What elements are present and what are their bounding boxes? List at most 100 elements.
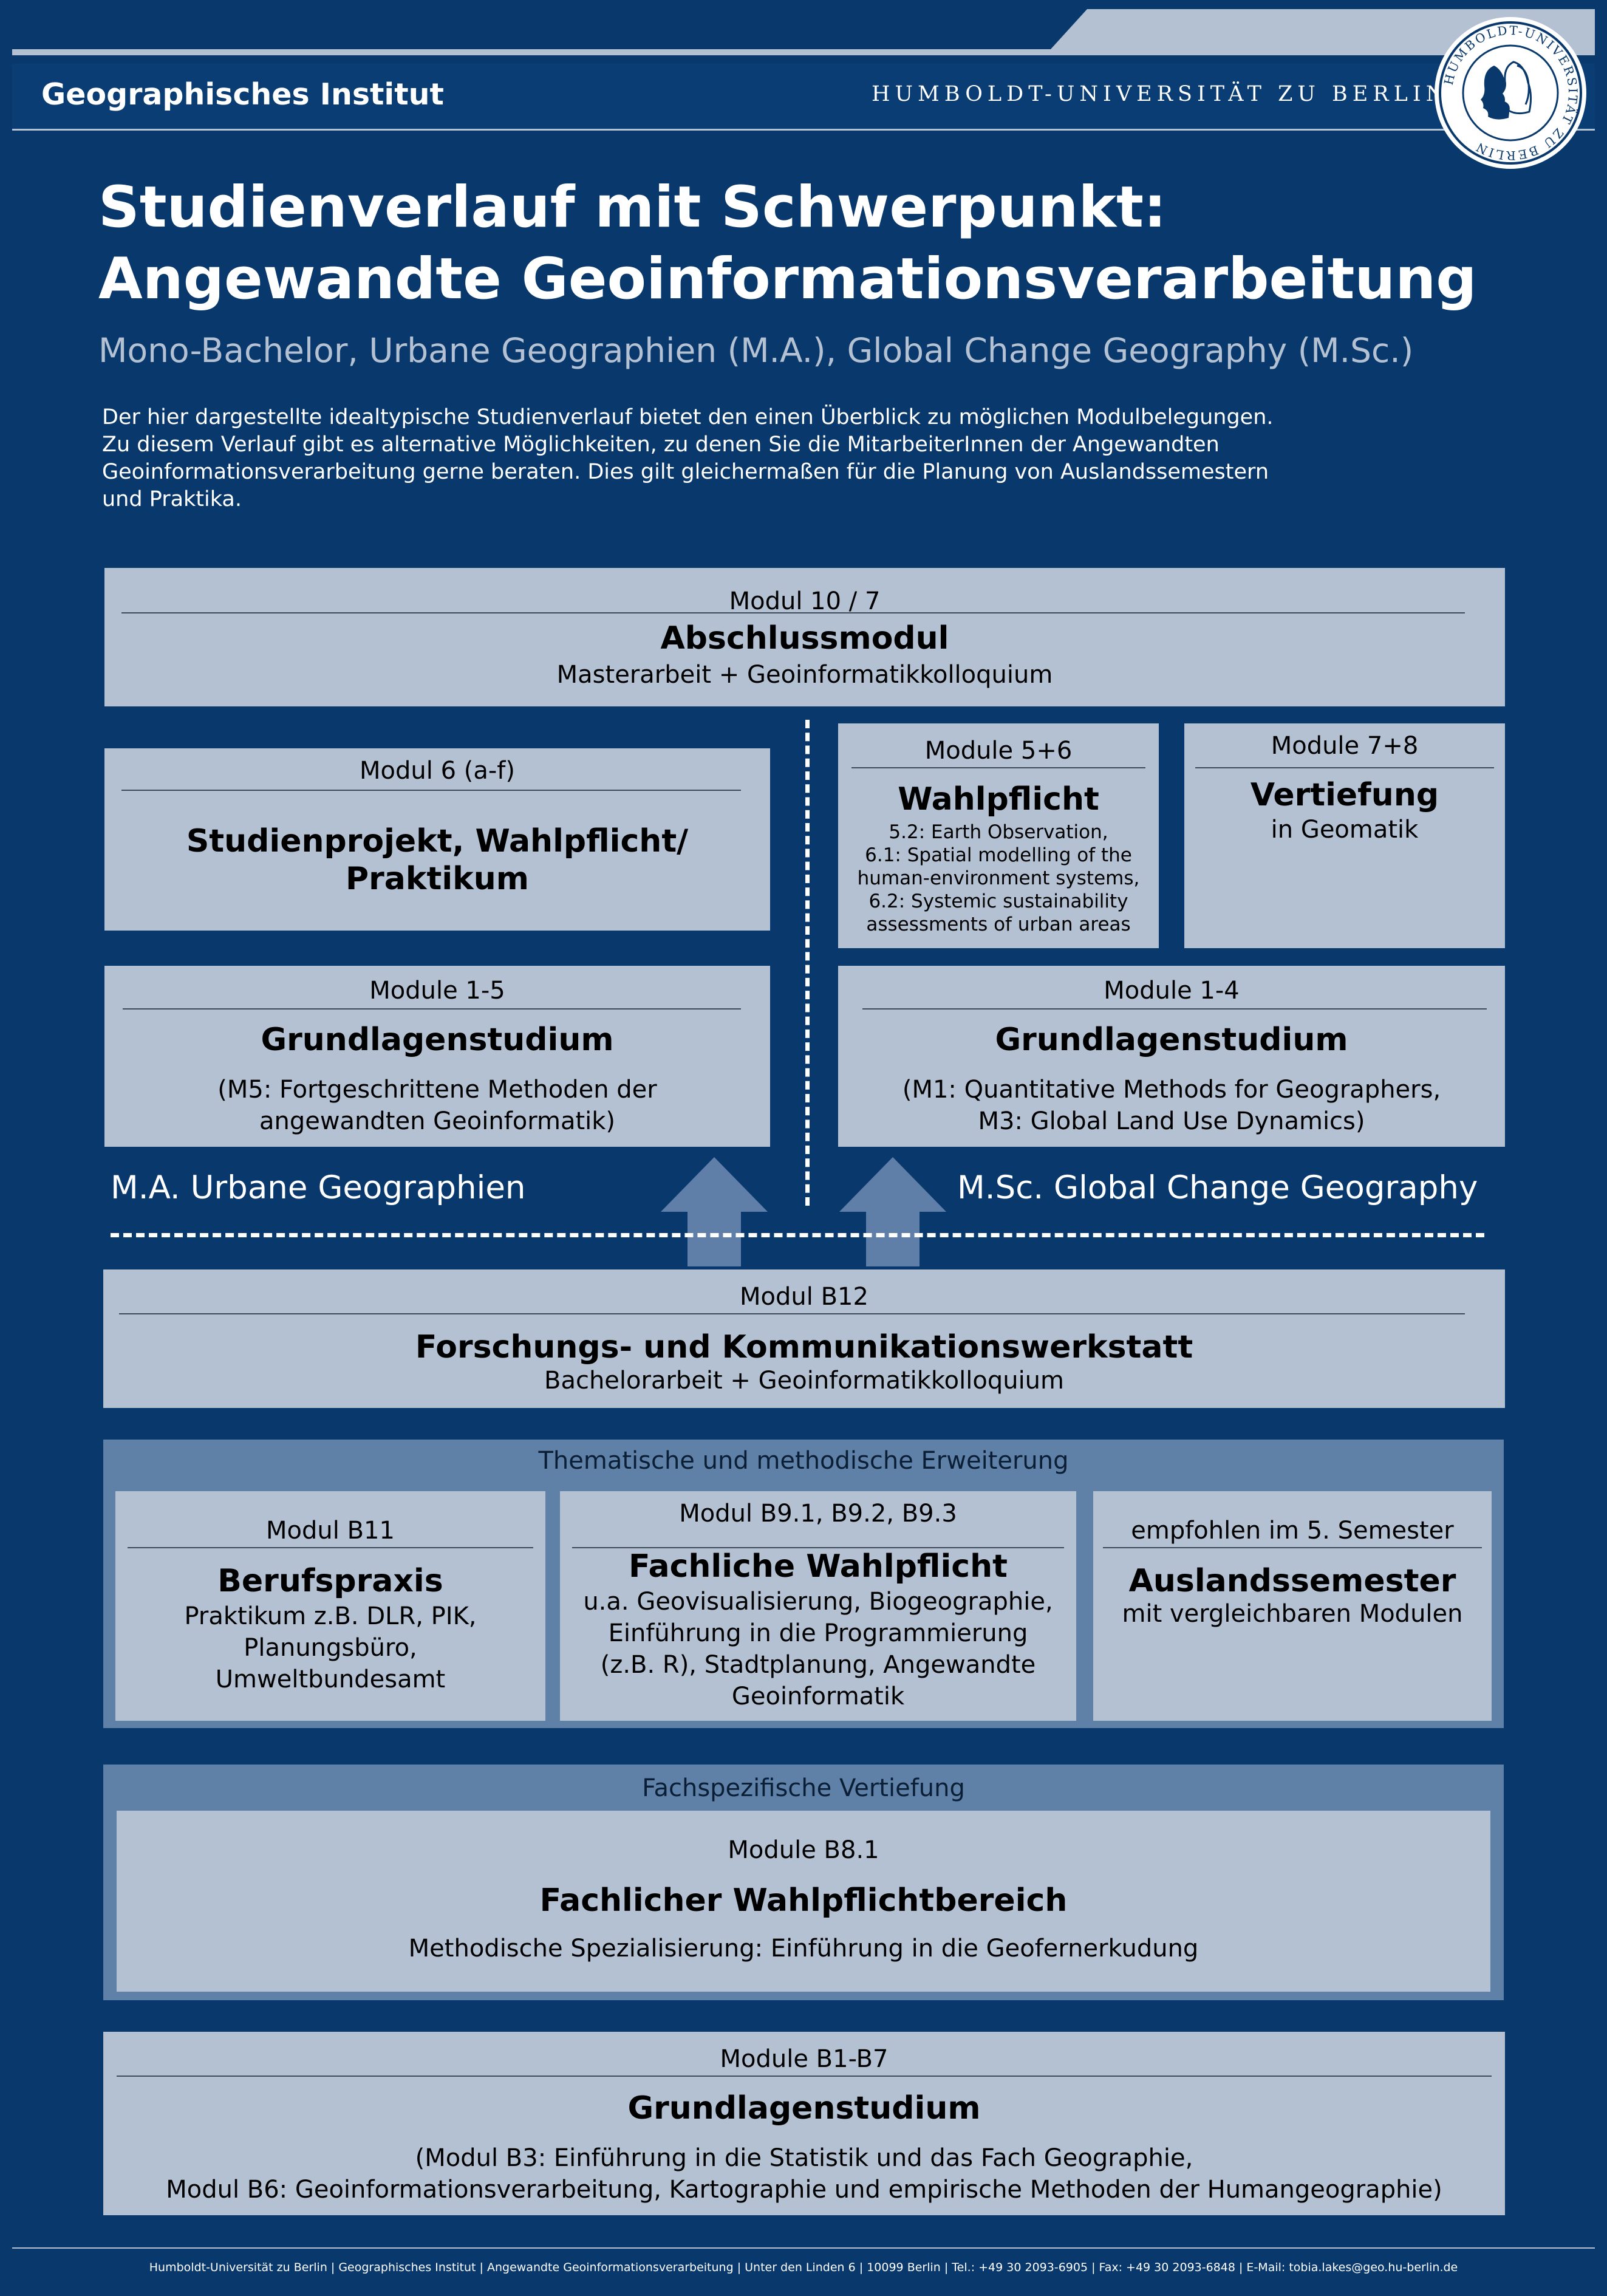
desc-line: Umweltbundesamt — [215, 1666, 446, 1693]
module-code: Modul B12 — [740, 1283, 868, 1311]
arrow-up-ma-icon — [661, 1157, 768, 1266]
module-code: Modul B9.1, B9.2, B9.3 — [679, 1500, 957, 1528]
intro-text: Der hier dargestellte idealtypische Stud… — [102, 404, 1377, 513]
intro-line-3: Geoinformationsverarbeitung gerne berate… — [102, 460, 1269, 484]
intro-line-2: Zu diesem Verlauf gibt es alternative Mö… — [102, 432, 1220, 457]
abschlussmodul-box: Modul 10 / 7 Abschlussmodul Masterarbeit… — [104, 568, 1505, 706]
header-accent-line — [12, 49, 1595, 55]
module-desc: (Modul B3: Einführung in die Statistik u… — [103, 2142, 1505, 2205]
desc-line: 5.2: Earth Observation, — [889, 821, 1108, 843]
desc-line: assessments of urban areas — [866, 914, 1131, 935]
module-code: Module 1-5 — [369, 977, 505, 1005]
msc-modul78-box: Module 7+8 Vertiefung in Geomatik — [1184, 723, 1505, 948]
desc-line: 6.1: Spatial modelling of the — [865, 844, 1132, 866]
track-divider-horizontal — [111, 1233, 1484, 1237]
module-code: Module B8.1 — [728, 1836, 879, 1864]
desc-line: Geoinformatik — [731, 1683, 905, 1710]
module-title: Vertiefung — [1250, 777, 1439, 813]
desc-line: (M5: Fortgeschrittene Methoden der — [217, 1076, 657, 1104]
module-desc: in Geomatik — [1271, 816, 1419, 844]
module-desc: Methodische Spezialisierung: Einführung … — [408, 1935, 1199, 1963]
module-code: Module 1-4 — [1104, 977, 1240, 1005]
track-divider-vertical — [805, 720, 810, 1206]
module-code: empfohlen im 5. Semester — [1131, 1517, 1454, 1545]
group-heading: Fachspezifische Vertiefung — [642, 1774, 965, 1802]
desc-line: Modul B6: Geoinformationsverarbeitung, K… — [166, 2176, 1442, 2204]
divider — [128, 1547, 533, 1548]
ma-modul6-box: Modul 6 (a-f) Studienprojekt, Wahlpflich… — [104, 748, 770, 931]
footer-divider — [12, 2247, 1595, 2249]
module-desc: (M1: Quantitative Methods for Geographer… — [838, 1074, 1505, 1137]
divider — [123, 1008, 741, 1010]
divider — [851, 767, 1145, 768]
b9-box: Modul B9.1, B9.2, B9.3 Fachliche Wahlpfl… — [560, 1491, 1076, 1721]
group-heading: Thematische und methodische Erweiterung — [538, 1447, 1069, 1475]
module-title: Abschlussmodul — [660, 620, 949, 657]
divider — [1195, 767, 1494, 768]
desc-line: human-environment systems, — [857, 867, 1140, 889]
desc-line: (Modul B3: Einführung in die Statistik u… — [415, 2144, 1193, 2172]
arrow-up-msc-icon — [839, 1157, 946, 1266]
module-title: Fachliche Wahlpflicht — [629, 1548, 1008, 1585]
footer-text: Humboldt-Universität zu Berlin | Geograp… — [149, 2261, 1458, 2274]
module-desc: (M5: Fortgeschrittene Methoden der angew… — [104, 1074, 770, 1137]
module-code: Modul 6 (a-f) — [360, 757, 515, 785]
module-title: Grundlagenstudium — [995, 1022, 1348, 1058]
seal-icon: HUMBOLDT-UNIVERSITÄT ZU BERLIN — [1439, 21, 1582, 165]
b11-box: Modul B11 Berufspraxis Praktikum z.B. DL… — [115, 1491, 545, 1721]
module-code: Module B1-B7 — [720, 2045, 889, 2073]
b17-box: Module B1-B7 Grundlagenstudium (Modul B3… — [103, 2032, 1505, 2215]
module-code: Module 5+6 — [924, 737, 1073, 765]
module-title: Grundlagenstudium — [627, 2090, 981, 2127]
auslandssemester-box: empfohlen im 5. Semester Auslandssemeste… — [1093, 1491, 1492, 1721]
desc-line: Praktikum z.B. DLR, PIK, — [184, 1602, 477, 1630]
desc-line: Einführung in die Programmierung — [608, 1619, 1028, 1647]
desc-line: u.a. Geovisualisierung, Biogeographie, — [583, 1588, 1053, 1616]
track-label-ma: M.A. Urbane Geographien — [111, 1169, 526, 1206]
header-bar: Geographisches Institut HUMBOLDT-UNIVERS… — [12, 64, 1595, 131]
divider — [862, 1008, 1487, 1010]
desc-line: (M1: Quantitative Methods for Geographer… — [902, 1076, 1441, 1104]
msc-modul56-box: Module 5+6 Wahlpflicht 5.2: Earth Observ… — [838, 723, 1159, 948]
erweiterung-group: Thematische und methodische Erweiterung … — [103, 1440, 1504, 1728]
institute-name: Geographisches Institut — [41, 77, 444, 112]
track-label-msc: M.Sc. Global Change Geography — [957, 1169, 1478, 1206]
intro-line-4: und Praktika. — [102, 487, 242, 511]
desc-line: angewandten Geoinformatik) — [259, 1107, 616, 1135]
module-title: Wahlpflicht — [898, 781, 1099, 818]
page-title-line2: Angewandte Geoinformationsverarbeitung — [98, 246, 1477, 312]
module-title: Forschungs- und Kommunikationswerkstatt — [415, 1329, 1193, 1365]
module-desc: Masterarbeit + Geoinformatikkolloquium — [556, 661, 1053, 689]
module-title: Auslandssemester — [1128, 1563, 1456, 1599]
desc-line: M3: Global Land Use Dynamics) — [978, 1107, 1365, 1135]
module-desc: u.a. Geovisualisierung, Biogeographie, E… — [560, 1586, 1076, 1712]
intro-line-1: Der hier dargestellte idealtypische Stud… — [102, 405, 1274, 429]
module-desc: 5.2: Earth Observation, 6.1: Spatial mod… — [838, 821, 1159, 936]
module-title: Grundlagenstudium — [261, 1022, 614, 1058]
module-title: Studienprojekt, Wahlpflicht/ Praktikum — [104, 822, 770, 898]
module-desc: mit vergleichbaren Modulen — [1122, 1600, 1463, 1628]
module-desc: Bachelorarbeit + Geoinformatikkolloquium — [544, 1367, 1064, 1395]
module-code: Module 7+8 — [1271, 732, 1419, 760]
divider — [119, 1313, 1465, 1314]
module-title: Berufspraxis — [217, 1563, 443, 1599]
divider — [121, 790, 741, 791]
divider — [121, 612, 1465, 613]
desc-line: 6.2: Systemic sustainability — [868, 890, 1128, 912]
divider — [1103, 1547, 1482, 1548]
desc-line: (z.B. R), Stadtplanung, Angewandte — [600, 1651, 1036, 1679]
b81-box: Module B8.1 Fachlicher Wahlpflichtbereic… — [117, 1811, 1490, 1992]
desc-line: Planungsbüro, — [244, 1634, 417, 1662]
module-title: Fachlicher Wahlpflichtbereich — [539, 1882, 1068, 1919]
page-subtitle: Mono-Bachelor, Urbane Geographien (M.A.)… — [98, 331, 1414, 370]
b12-box: Modul B12 Forschungs- und Kommunikations… — [103, 1269, 1505, 1408]
module-title-line1: Studienprojekt, Wahlpflicht/ — [186, 823, 689, 859]
msc-modul14-box: Module 1-4 Grundlagenstudium (M1: Quanti… — [838, 966, 1505, 1147]
divider — [572, 1547, 1064, 1548]
university-name: HUMBOLDT-UNIVERSITÄT ZU BERLIN — [872, 82, 1450, 106]
vertiefung-group: Fachspezifische Vertiefung Module B8.1 F… — [103, 1765, 1504, 2000]
divider — [117, 2076, 1492, 2077]
module-title-line2: Praktikum — [346, 861, 529, 897]
university-seal-logo: HUMBOLDT-UNIVERSITÄT ZU BERLIN — [1435, 17, 1586, 169]
page-title-line1: Studienverlauf mit Schwerpunkt: — [98, 174, 1167, 241]
